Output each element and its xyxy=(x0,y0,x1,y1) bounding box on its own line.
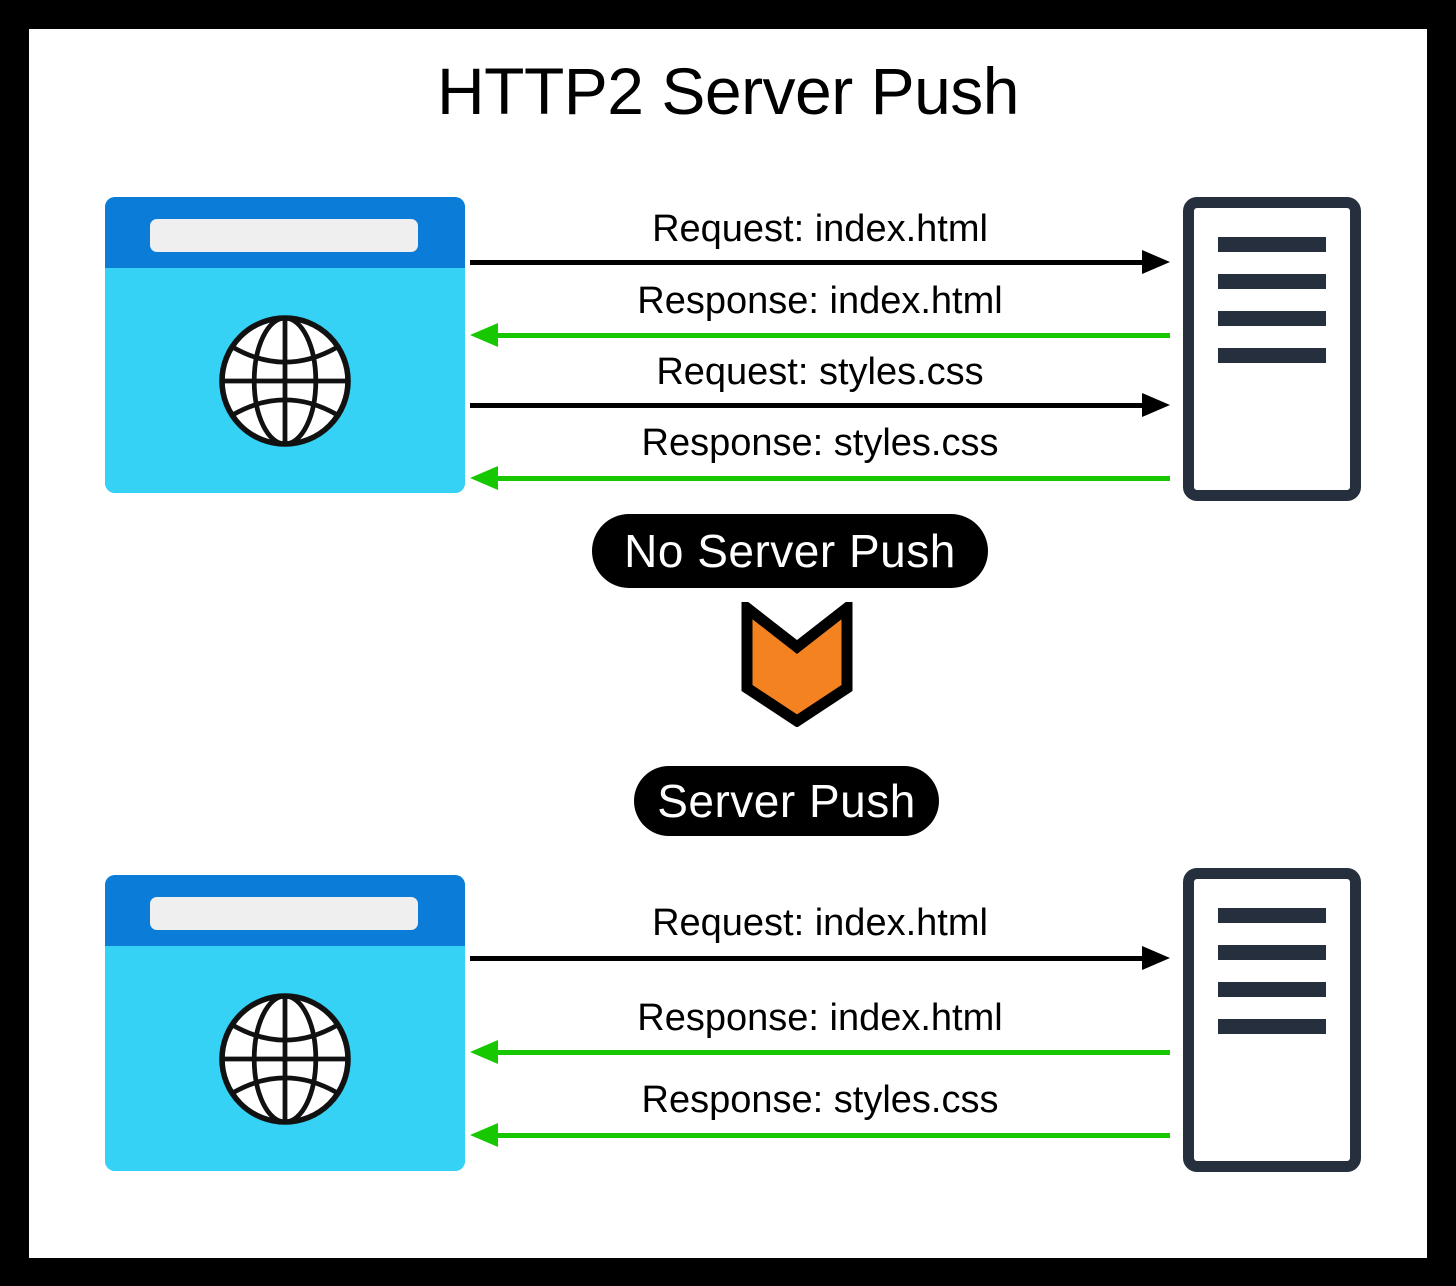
badge-no-server-push: No Server Push xyxy=(592,514,988,588)
message-arrow-top-2 xyxy=(470,393,1170,417)
server-rack-top xyxy=(1183,197,1361,501)
message-arrow-bottom-1 xyxy=(470,1040,1170,1064)
badge-server-push: Server Push xyxy=(634,766,939,836)
browser-address-bar-top[interactable] xyxy=(150,219,418,252)
arrow-line xyxy=(490,333,1170,338)
server-rack-bottom xyxy=(1183,868,1361,1172)
client-browser-window-bottom xyxy=(105,875,465,1171)
browser-viewport-top xyxy=(105,268,465,493)
arrow-head xyxy=(470,1123,498,1147)
server-bar xyxy=(1218,982,1326,997)
arrow-head xyxy=(1142,946,1170,970)
message-label-bottom-0: Request: index.html xyxy=(652,902,988,944)
server-bar xyxy=(1218,274,1326,289)
arrow-head xyxy=(1142,250,1170,274)
arrow-line xyxy=(470,403,1150,408)
server-bars-bottom xyxy=(1194,879,1350,1161)
server-bar xyxy=(1218,311,1326,326)
browser-viewport-bottom xyxy=(105,946,465,1171)
message-label-bottom-2: Response: styles.css xyxy=(641,1079,999,1121)
server-bar xyxy=(1218,348,1326,363)
page-title: HTTP2 Server Push xyxy=(436,54,1020,128)
message-arrow-bottom-2 xyxy=(470,1123,1170,1147)
globe-icon-top xyxy=(219,314,351,447)
arrow-head xyxy=(470,1040,498,1064)
orange-down-chevron-icon xyxy=(741,602,853,727)
arrow-head xyxy=(470,466,498,490)
arrow-line xyxy=(490,1133,1170,1138)
globe-icon-bottom xyxy=(219,992,351,1125)
message-arrow-top-3 xyxy=(470,466,1170,490)
browser-titlebar-bottom xyxy=(105,875,465,946)
client-browser-window-top xyxy=(105,197,465,493)
message-arrow-top-0 xyxy=(470,250,1170,274)
server-bars-top xyxy=(1194,208,1350,490)
message-label-top-2: Request: styles.css xyxy=(656,351,984,393)
message-label-top-1: Response: index.html xyxy=(637,280,1003,322)
arrow-line xyxy=(490,1050,1170,1055)
server-bar xyxy=(1218,908,1326,923)
arrow-line xyxy=(470,956,1150,961)
message-label-top-0: Request: index.html xyxy=(652,208,988,250)
server-bar xyxy=(1218,1019,1326,1034)
arrow-line xyxy=(490,476,1170,481)
message-label-top-3: Response: styles.css xyxy=(641,422,999,464)
server-bar xyxy=(1218,237,1326,252)
server-bar xyxy=(1218,945,1326,960)
message-arrow-top-1 xyxy=(470,323,1170,347)
message-label-bottom-1: Response: index.html xyxy=(637,997,1003,1039)
browser-titlebar-top xyxy=(105,197,465,268)
diagram-page: HTTP2 Server Push xyxy=(29,29,1427,1258)
arrow-line xyxy=(470,260,1150,265)
browser-address-bar-bottom[interactable] xyxy=(150,897,418,930)
message-arrow-bottom-0 xyxy=(470,946,1170,970)
arrow-head xyxy=(470,323,498,347)
arrow-head xyxy=(1142,393,1170,417)
